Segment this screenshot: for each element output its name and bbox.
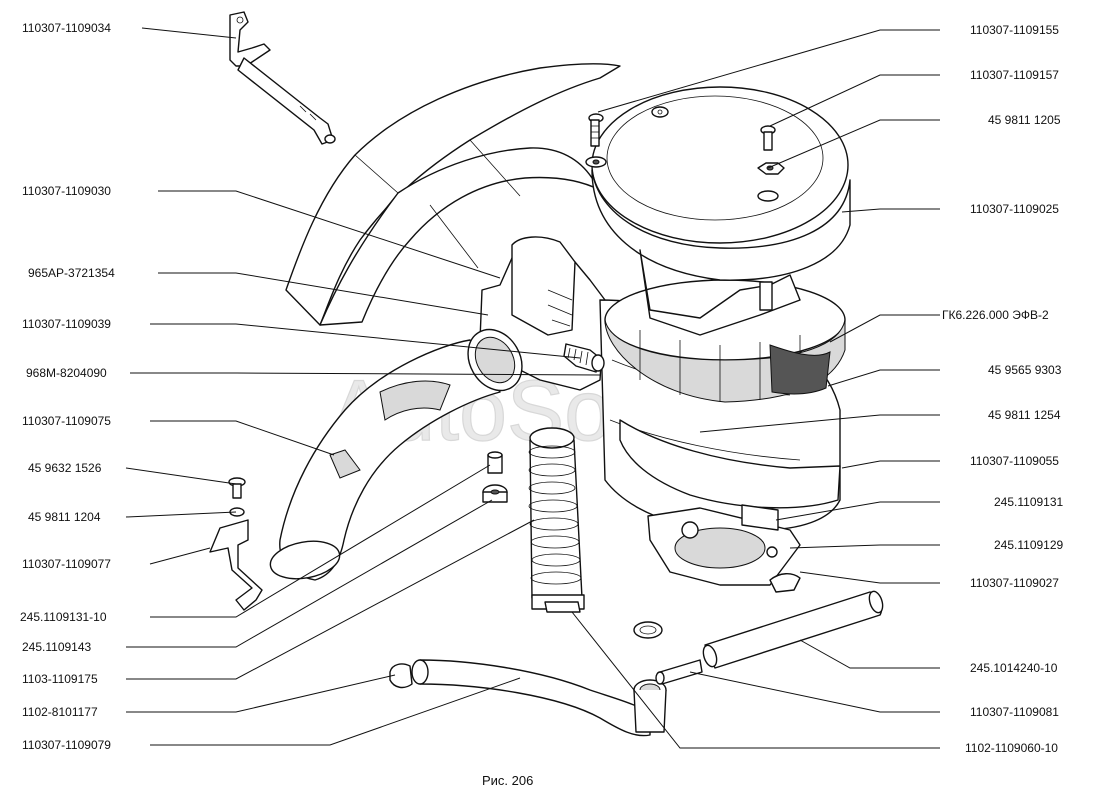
cover-fasteners	[585, 113, 785, 202]
leader-lines-right	[571, 29, 940, 749]
part-label: 110307-1109039	[22, 317, 111, 331]
part-label: 110307-1109077	[22, 557, 111, 571]
elbow-hose	[269, 328, 523, 581]
part-label: 245.1109131-10	[20, 610, 107, 624]
bushings	[482, 451, 508, 503]
part-label: 968М-8204090	[26, 366, 107, 380]
part-label: 245.1109143	[22, 640, 92, 654]
part-label: 45 9565 9303	[988, 363, 1062, 377]
part-label: 110307-1109034	[22, 21, 111, 35]
part-label: 45 9632 1526	[28, 461, 102, 475]
part-label: 1102-8101177	[22, 705, 98, 719]
part-labels-left: 110307-1109034 110307-1109030 965АР-3721…	[20, 21, 115, 752]
part-label: 110307-1109075	[22, 414, 111, 428]
part-label: 110307-1109055	[970, 454, 1059, 468]
part-label: 245.1109129	[994, 538, 1064, 552]
part-label: 45 9811 1205	[988, 113, 1061, 127]
part-label: 110307-1109157	[970, 68, 1059, 82]
part-label: 110307-1109155	[970, 23, 1059, 37]
part-labels-right: 110307-1109155 110307-1109157 45 9811 12…	[942, 23, 1064, 755]
part-label: 110307-1109081	[970, 705, 1059, 719]
part-label: 1102-1109060-10	[965, 741, 1058, 755]
part-label: 110307-1109030	[22, 184, 111, 198]
leader-lines-left	[125, 27, 601, 746]
lower-left-bracket	[209, 477, 263, 611]
part-label: 45 9811 1204	[28, 510, 101, 524]
filter-cover	[591, 86, 851, 336]
intake-duct	[285, 63, 621, 326]
breather-pipe	[633, 590, 884, 685]
sensor-fitting	[563, 343, 605, 373]
lower-hose	[389, 659, 667, 737]
part-label: ГК6.226.000 ЭФВ-2	[942, 308, 1049, 322]
corrugated-tube	[528, 427, 585, 613]
part-label: 110307-1109025	[970, 202, 1059, 216]
part-label: 245.1014240-10	[970, 661, 1058, 675]
part-label: 1103-1109175	[22, 672, 98, 686]
part-label: 245.1109131	[994, 495, 1064, 509]
part-label: 110307-1109079	[22, 738, 111, 752]
part-label: 110307-1109027	[970, 576, 1059, 590]
bracket-top-left	[229, 11, 336, 145]
air-intake-assembly-drawing	[209, 11, 884, 737]
part-label: 965АР-3721354	[28, 266, 115, 280]
part-label: 45 9811 1254	[988, 408, 1061, 422]
figure-caption: Рис. 206	[482, 773, 533, 788]
housing-base	[647, 504, 801, 593]
